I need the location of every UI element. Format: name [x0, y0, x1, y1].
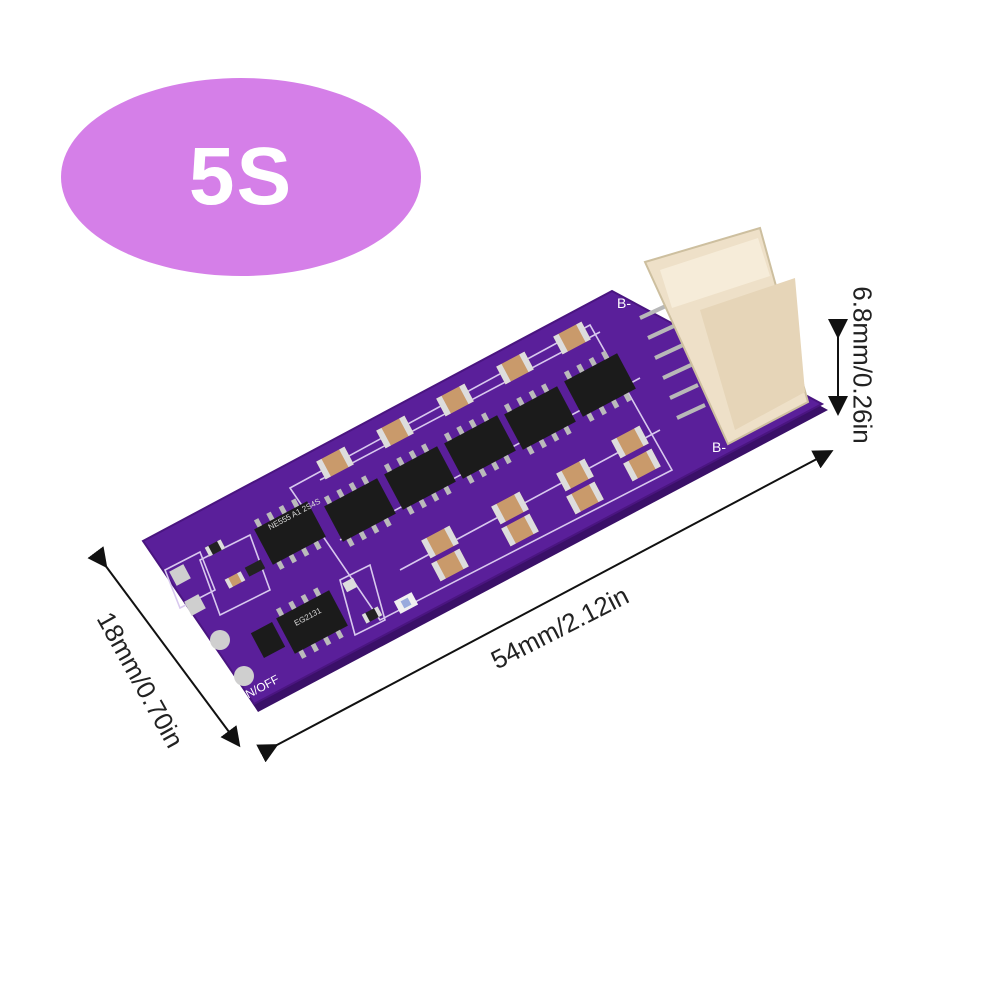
- height-dimension-label: 6.8mm/0.26in: [847, 286, 878, 444]
- connector: [639, 226, 810, 446]
- length-arrow: [256, 450, 834, 763]
- cell-count-label: 5S: [188, 131, 294, 222]
- width-arrow: [87, 546, 241, 748]
- label-b-minus: B-: [712, 439, 726, 455]
- label-b-minus-top: B-: [617, 295, 631, 311]
- cell-count-badge: 5S: [61, 78, 421, 276]
